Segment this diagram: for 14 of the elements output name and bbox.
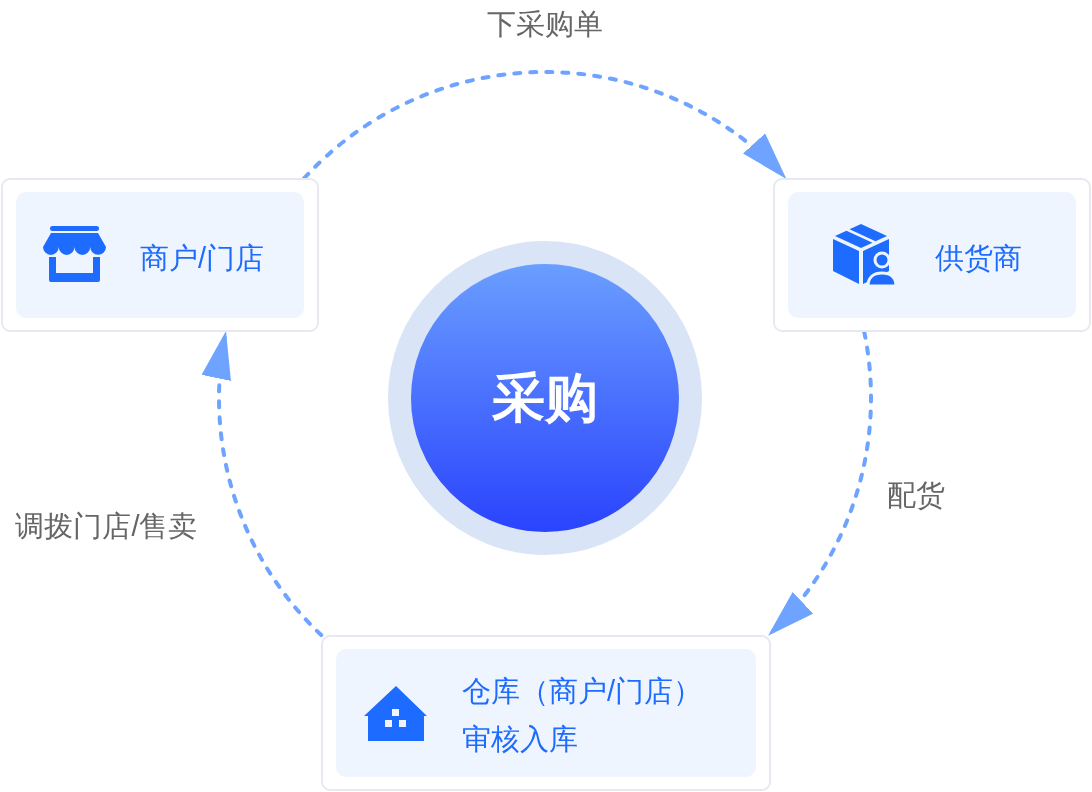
edge-label: 下采购单 [487,7,603,42]
step-card [321,635,771,791]
dashed-arrow [302,70,788,181]
dashed-arrow [204,329,324,638]
card-label: 仓库（商户/门店） [462,674,703,709]
circle-label: 采购 [492,367,598,429]
edge-label: 配货 [887,478,946,514]
dashed-arrow [766,329,873,638]
edge-label: 调拨门店/售卖 [15,509,198,545]
card-label: 审核入库 [462,722,578,757]
step-card [773,178,1091,332]
card-label: 供货商 [935,241,1022,276]
card-label: 商户/门店 [140,241,265,276]
step-card [1,178,319,332]
